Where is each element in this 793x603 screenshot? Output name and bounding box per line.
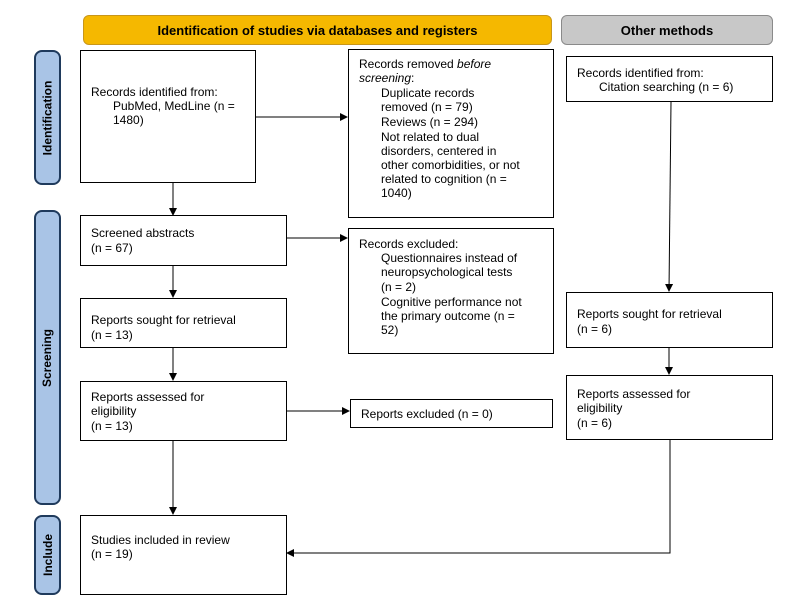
screened-abstracts-box: Screened abstracts (n = 67) [80,215,287,266]
main-methods-header: Identification of studies via databases … [83,15,552,45]
not-related-line3: other comorbidities, or not [381,158,520,172]
screened-line2: (n = 67) [91,241,133,255]
other-sought-line1: Reports sought for retrieval [577,307,722,321]
sought-line1: Reports sought for retrieval [91,313,236,327]
assessed-line3: (n = 13) [91,419,133,433]
other-assessed-line2: eligibility [577,401,623,415]
cognitive-line3: 52) [381,323,399,337]
records-identified-line1: Records identified from: [91,85,218,99]
screened-line1: Screened abstracts [91,226,195,240]
records-removed-title-line2-suffix: : [411,71,415,85]
records-removed-title-line2: screening: [359,71,414,85]
other-records-identified-box: Records identified from: Citation search… [566,56,773,102]
records-removed-title: Records removed before [359,57,491,71]
reports-excluded-box: Reports excluded (n = 0) [350,399,553,428]
other-reports-sought-box: Reports sought for retrieval (n = 6) [566,292,773,348]
questionnaires-line1: Questionnaires instead of [381,251,518,265]
other-assessed-line3: (n = 6) [577,416,613,430]
arrow-other-assessed-to-included [286,440,671,557]
records-removed-title-line2-italic: screening [359,71,412,85]
records-identified-box: Records identified from: PubMed, MedLine… [80,50,256,183]
include-phase-label: Include [34,515,61,595]
other-methods-header-label: Other methods [620,22,714,38]
not-related-line5: 1040) [381,186,412,200]
other-methods-header: Other methods [561,15,773,45]
other-assessed-line1: Reports assessed for [577,387,691,401]
records-removed-title-italic: before [457,57,492,71]
records-excluded-title: Records excluded: [359,237,459,251]
sought-line2: (n = 13) [91,328,133,342]
other-records-identified-line2: Citation searching (n = 6) [599,80,734,94]
duplicates-line1: Duplicate records [381,86,475,100]
reports-assessed-box: Reports assessed for eligibility (n = 13… [80,381,287,441]
records-identified-line2: PubMed, MedLine (n = [113,99,235,113]
main-methods-header-label: Identification of studies via databases … [157,22,478,38]
not-related-line4: related to cognition (n = [381,172,507,186]
records-removed-title-text: Records removed [359,57,458,71]
records-excluded-box: Records excluded: Questionnaires instead… [348,228,554,354]
reports-sought-box: Reports sought for retrieval (n = 13) [80,298,287,348]
reports-excluded-line1: Reports excluded (n = 0) [361,407,493,421]
other-reports-assessed-box: Reports assessed for eligibility (n = 6) [566,375,773,440]
duplicates-line2: removed (n = 79) [381,100,473,114]
records-identified-line3: 1480) [113,113,144,127]
records-removed-box: Records removed before screening: Duplic… [348,49,554,218]
studies-included-box: Studies included in review (n = 19) [80,515,287,595]
cognitive-line2: the primary outcome (n = [381,309,515,323]
cognitive-line1: Cognitive performance not [381,295,522,309]
screening-phase-label: Screening [34,210,61,505]
identification-phase-label: Identification [34,50,61,185]
included-line2: (n = 19) [91,547,133,561]
other-sought-line2: (n = 6) [577,322,613,336]
arrow-other-identified-to-sought [665,101,674,292]
questionnaires-line3: (n = 2) [381,280,417,294]
questionnaires-line2: neuropsychological tests [381,265,513,279]
reviews-removed: Reviews (n = 294) [381,115,479,129]
not-related-line2: disorders, centered in [381,144,497,158]
included-line1: Studies included in review [91,533,230,547]
assessed-line2: eligibility [91,404,137,418]
assessed-line1: Reports assessed for [91,390,205,404]
not-related-line1: Not related to dual [381,130,480,144]
other-records-identified-line1: Records identified from: [577,66,704,80]
